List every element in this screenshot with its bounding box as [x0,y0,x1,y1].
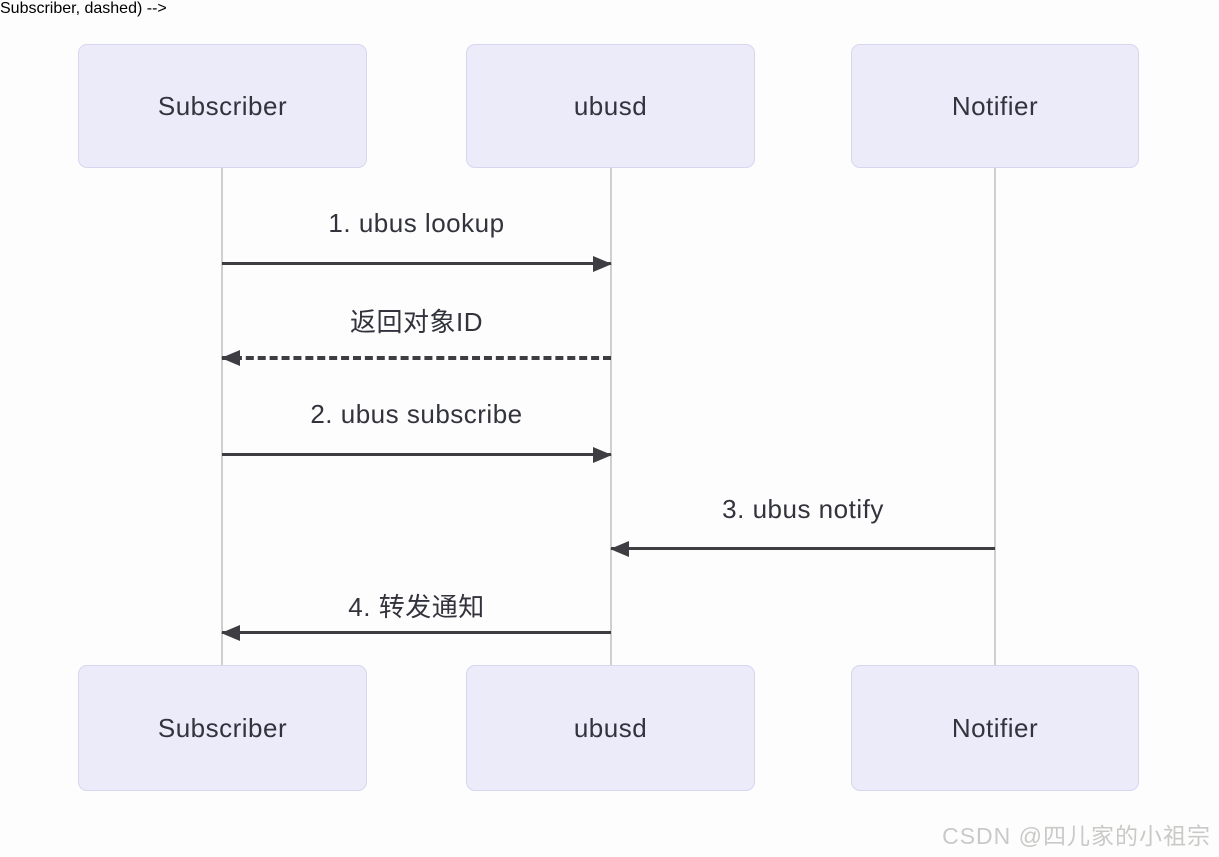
actor-box-subscriber-top: Subscriber [78,44,367,168]
message-label-1: 1. ubus lookup [328,208,505,238]
arrowhead-right-icon [593,255,612,272]
message-label-3: 2. ubus subscribe [310,399,523,429]
actor-label: Subscriber [157,712,288,743]
arrowhead-left-icon [221,624,240,641]
lifeline-ubusd [610,168,612,665]
message-label-2: 返回对象ID [349,307,483,337]
actor-box-subscriber-bottom: Subscriber [78,665,367,791]
message-arrow-4 [610,540,995,557]
actor-box-ubusd-top: ubusd [466,44,755,168]
message-arrow-3 [222,446,612,463]
message-label-4: 3. ubus notify [722,494,884,524]
actor-box-ubusd-bottom: ubusd [466,665,755,791]
arrowhead-left-icon [610,540,629,557]
actor-box-notifier-top: Notifier [851,44,1139,168]
message-arrow-2 [221,350,611,366]
actor-label: Notifier [951,90,1039,121]
actor-box-notifier-bottom: Notifier [851,665,1139,791]
csdn-watermark: CSDN @四儿家的小祖宗 [942,823,1211,849]
message-arrow-5 [221,624,611,641]
message-label-5: 4. 转发通知 [348,592,485,622]
actor-label: Subscriber [157,90,288,121]
lifeline-notifier [994,168,996,665]
message-arrow-1 [222,255,612,272]
actor-label: ubusd [573,712,648,743]
actor-label: Notifier [951,712,1039,743]
lifeline-subscriber [221,168,223,665]
arrowhead-left-icon [221,350,240,366]
actor-label: ubusd [573,90,648,121]
arrowhead-right-icon [593,446,612,463]
